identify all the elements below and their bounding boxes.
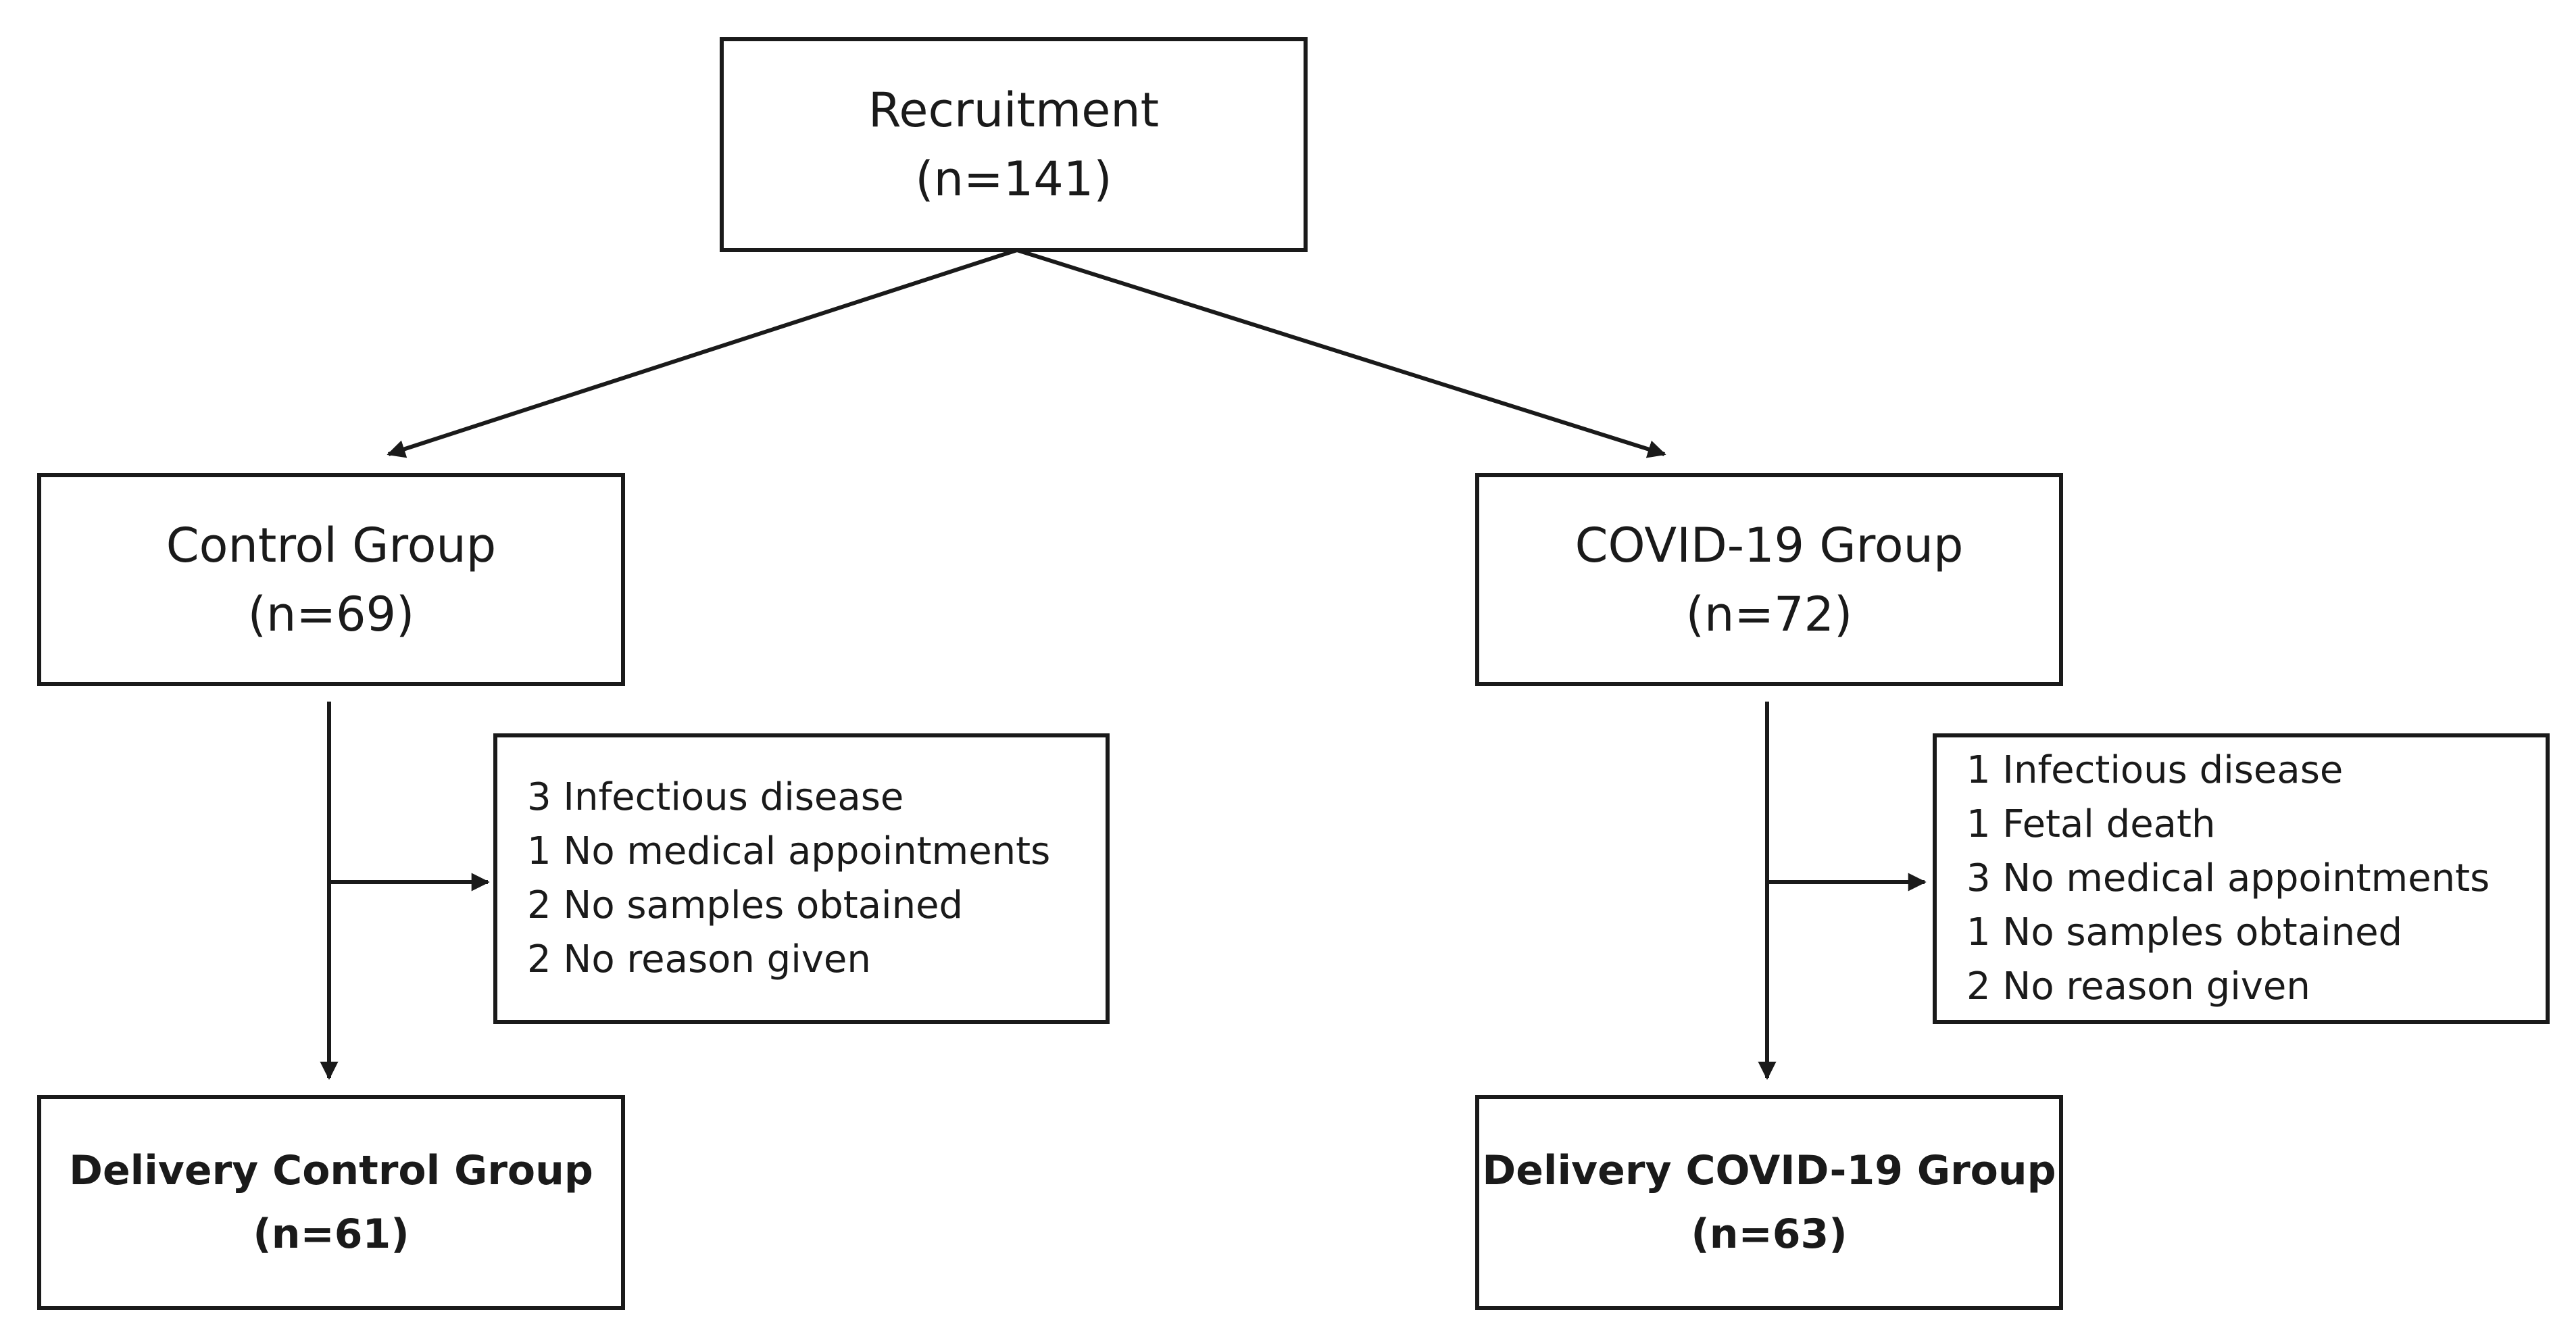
delivery-covid-box: Delivery COVID-19 Group (n=63) bbox=[1475, 1095, 2063, 1310]
arrow-recruitment-to-control bbox=[387, 248, 1018, 458]
delivery-covid-count: (n=63) bbox=[1691, 1211, 1848, 1258]
recruitment-title: Recruitment bbox=[868, 82, 1160, 138]
control-group-box: Control Group (n=69) bbox=[37, 473, 625, 686]
recruitment-box: Recruitment (n=141) bbox=[720, 37, 1308, 252]
delivery-control-box: Delivery Control Group (n=61) bbox=[37, 1095, 625, 1310]
recruitment-count: (n=141) bbox=[915, 151, 1112, 207]
control-group-count: (n=69) bbox=[247, 586, 415, 642]
covid-group-box: COVID-19 Group (n=72) bbox=[1475, 473, 2063, 686]
covid-exclusion-item: 3 No medical appointments bbox=[1966, 856, 2490, 900]
control-exclusion-item: 2 No reason given bbox=[527, 937, 871, 981]
covid-exclusion-item: 1 No samples obtained bbox=[1966, 910, 2403, 954]
covid-group-title: COVID-19 Group bbox=[1575, 517, 1964, 573]
delivery-control-count: (n=61) bbox=[253, 1211, 410, 1258]
delivery-control-title: Delivery Control Group bbox=[69, 1147, 593, 1194]
delivery-covid-title: Delivery COVID-19 Group bbox=[1482, 1147, 2056, 1194]
control-exclusion-item: 2 No samples obtained bbox=[527, 883, 964, 927]
covid-group-count: (n=72) bbox=[1685, 586, 1853, 642]
covid-exclusion-item: 1 Infectious disease bbox=[1966, 748, 2344, 792]
covid-exclusion-item: 1 Fetal death bbox=[1966, 802, 2216, 846]
covid-exclusion-item: 2 No reason given bbox=[1966, 965, 2310, 1008]
arrow-recruitment-to-covid bbox=[1016, 248, 1666, 458]
control-exclusions-box: 3 Infectious disease 1 No medical appoin… bbox=[493, 733, 1110, 1024]
control-exclusion-item: 3 Infectious disease bbox=[527, 775, 904, 819]
covid-exclusions-box: 1 Infectious disease 1 Fetal death 3 No … bbox=[1933, 733, 2550, 1024]
control-group-title: Control Group bbox=[166, 517, 497, 573]
control-exclusion-item: 1 No medical appointments bbox=[527, 829, 1051, 873]
